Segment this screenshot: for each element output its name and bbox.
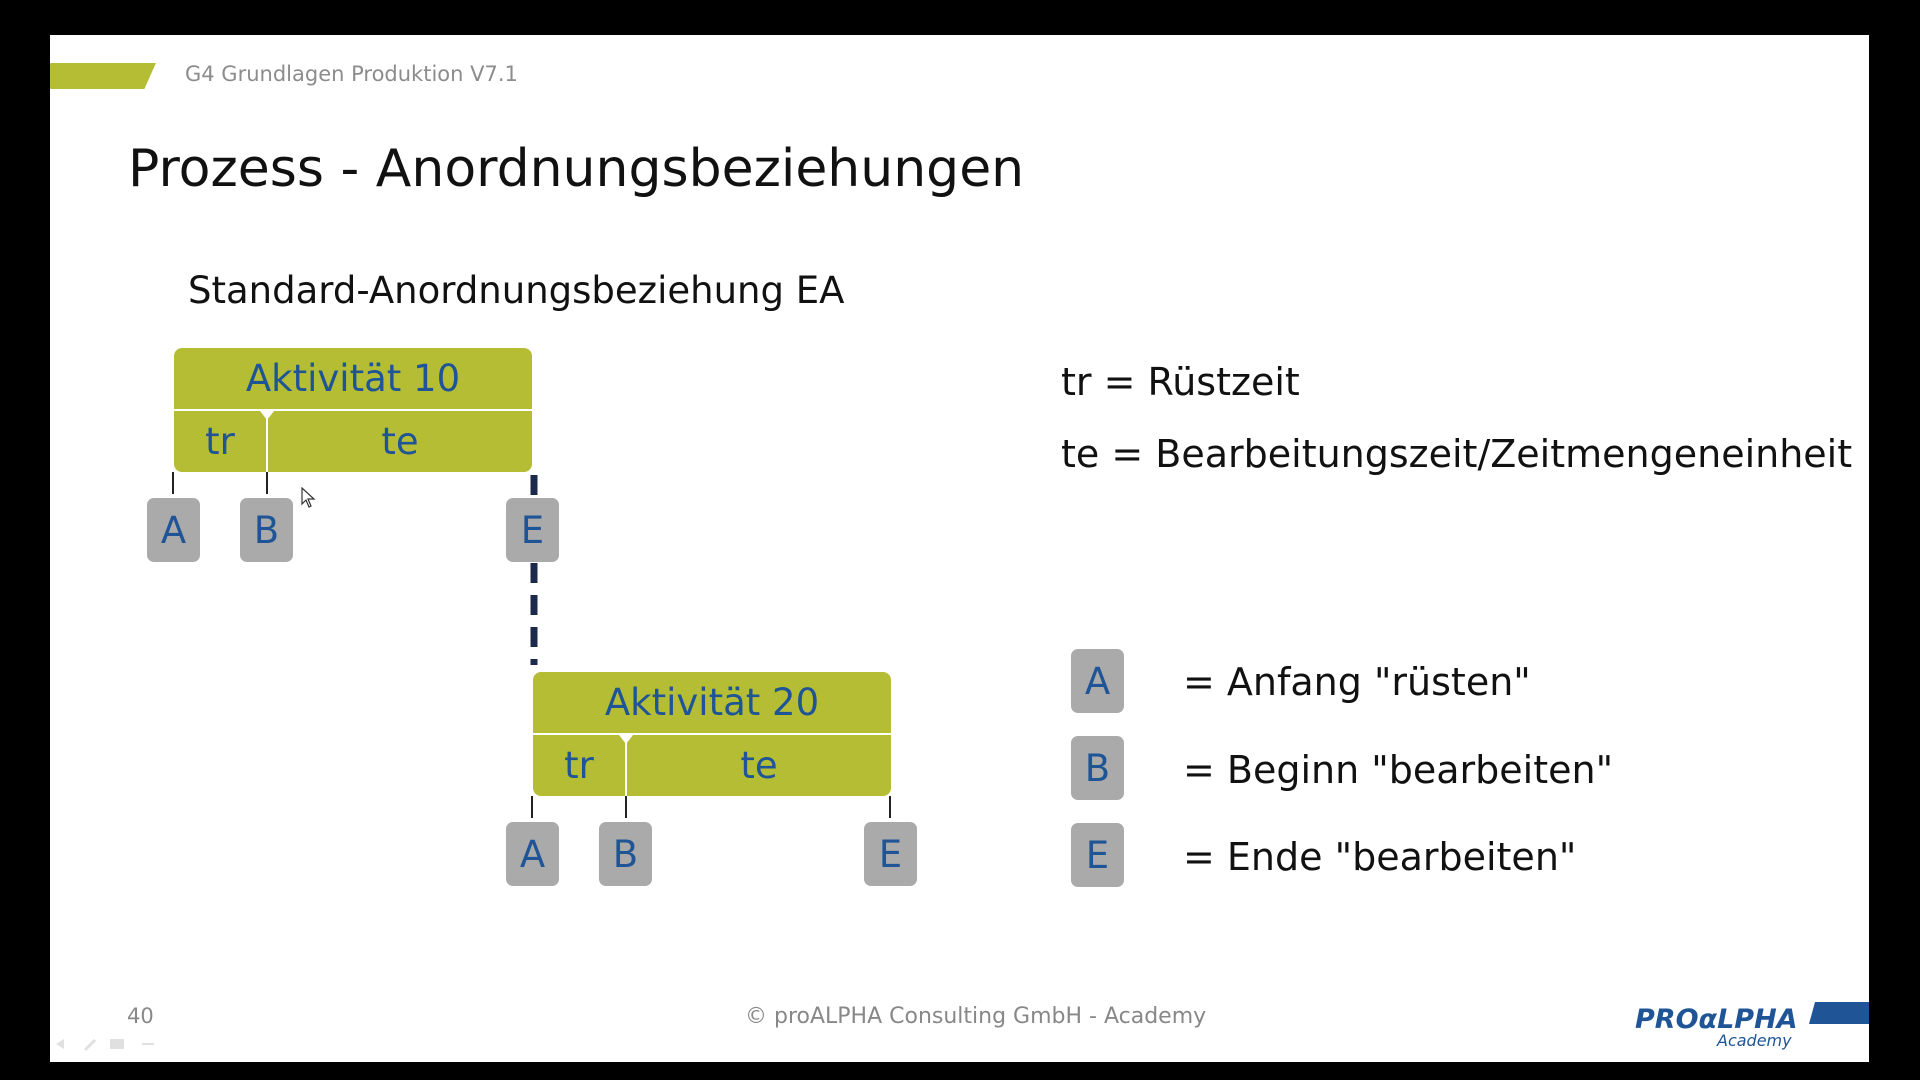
activity-10-tick-a xyxy=(172,472,174,494)
activity-10-node-a: A xyxy=(147,498,200,562)
activity-10-tick-b xyxy=(266,472,268,494)
legend-key-b: B xyxy=(1071,736,1124,800)
activity-20-tick-b xyxy=(625,796,627,818)
activity-10-node-b: B xyxy=(240,498,293,562)
definition-tr: tr = Rüstzeit xyxy=(1061,360,1300,404)
activity-20-header: Aktivität 20 xyxy=(533,672,891,733)
legend-text-e: = Ende "bearbeiten" xyxy=(1183,835,1577,879)
activity-20-segment-te: te xyxy=(627,735,891,796)
activity-10-marker xyxy=(260,411,274,420)
logo-text: PROαLPHA xyxy=(1635,1004,1798,1035)
logo-subtext: Academy xyxy=(1716,1031,1792,1050)
activity-10-segment-tr: tr xyxy=(174,411,266,472)
dashed-connector xyxy=(530,475,538,665)
activity-20-node-e: E xyxy=(864,822,917,886)
slide: G4 Grundlagen Produktion V7.1 Prozess - … xyxy=(50,35,1869,1062)
course-title: G4 Grundlagen Produktion V7.1 xyxy=(185,62,518,86)
legend-key-a: A xyxy=(1071,649,1124,713)
legend-text-b: = Beginn "bearbeiten" xyxy=(1183,748,1614,792)
activity-20-node-b: B xyxy=(599,822,652,886)
player-controls-icon[interactable] xyxy=(54,1034,164,1054)
activity-20-tick-e xyxy=(889,796,891,818)
diagram-subtitle: Standard-Anordnungsbeziehung EA xyxy=(188,269,845,312)
activity-20-tick-a xyxy=(531,796,533,818)
activity-10-header: Aktivität 10 xyxy=(174,348,532,409)
copyright-text: © proALPHA Consulting GmbH - Academy xyxy=(745,1004,1207,1029)
definition-te: te = Bearbeitungszeit/Zeitmengeneinheit xyxy=(1061,432,1853,476)
accent-bar xyxy=(50,63,156,89)
mouse-pointer-icon xyxy=(301,487,316,508)
activity-20-marker xyxy=(619,735,633,744)
page-number: 40 xyxy=(127,1004,154,1028)
legend-key-e: E xyxy=(1071,823,1124,887)
activity-20-segment-tr: tr xyxy=(533,735,625,796)
activity-20-node-a: A xyxy=(506,822,559,886)
legend-text-a: = Anfang "rüsten" xyxy=(1183,660,1531,704)
activity-10-segment-te: te xyxy=(268,411,532,472)
proalpha-academy-logo: PROαLPHA Academy xyxy=(1635,1002,1869,1050)
activity-10-node-e: E xyxy=(506,498,559,562)
slide-title: Prozess - Anordnungsbeziehungen xyxy=(128,139,1025,199)
